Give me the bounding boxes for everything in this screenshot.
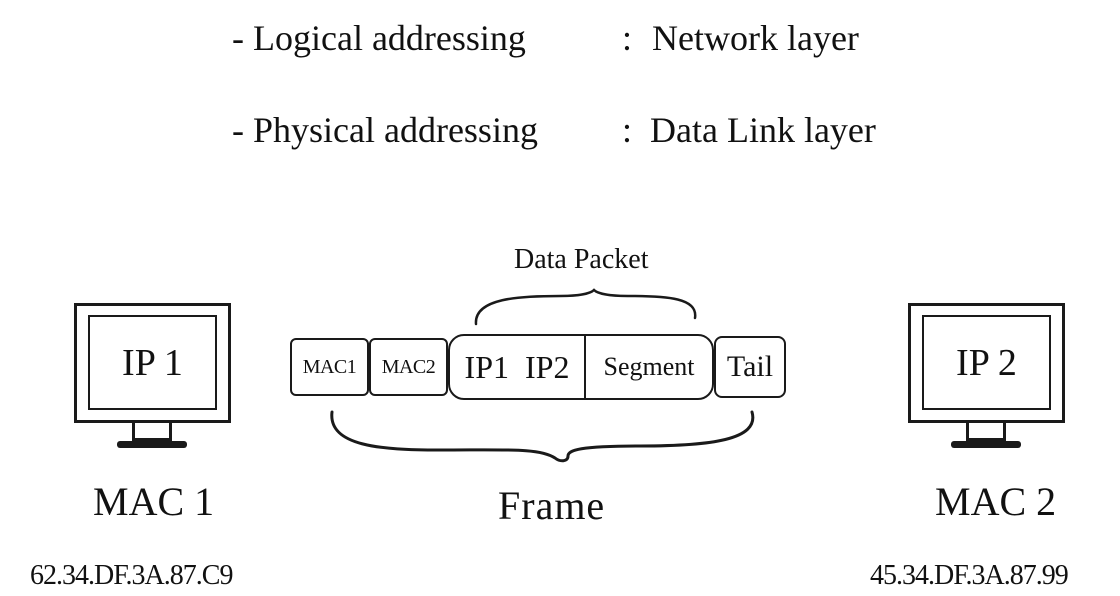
right-monitor-stand	[966, 422, 1006, 441]
frame-field-ip-addresses: IP1 IP2	[448, 334, 586, 400]
left-mac-label: MAC 1	[93, 479, 215, 524]
frame-field-segment-label: Segment	[603, 352, 695, 381]
left-monitor-base	[117, 441, 187, 448]
right-monitor-screen: IP 2	[922, 315, 1051, 410]
frame-field-ip-addresses-label: IP1 IP2	[464, 348, 570, 385]
left-monitor-screen: IP 1	[88, 315, 217, 410]
right-mac-label: MAC 2	[935, 479, 1057, 524]
frame-field-tail-label: Tail	[726, 350, 774, 383]
left-monitor-stand	[132, 422, 172, 441]
logical-addressing-separator: :	[622, 18, 633, 58]
data-packet-label: Data Packet	[514, 244, 649, 275]
left-monitor-icon: IP 1	[74, 303, 231, 453]
right-monitor-icon: IP 2	[908, 303, 1065, 453]
right-monitor-bezel	[908, 303, 1065, 423]
left-monitor-bezel	[74, 303, 231, 423]
left-ip-label: IP 1	[122, 341, 183, 384]
frame-field-tail: Tail	[714, 336, 786, 398]
right-ip-label: IP 2	[956, 341, 1017, 384]
logical-addressing-label: - Logical addressing	[232, 18, 526, 58]
right-mac-address: 45.34.DF.3A.87.99	[870, 560, 1069, 591]
frame-field-mac2-label: MAC2	[381, 355, 436, 378]
frame-field-segment: Segment	[584, 334, 714, 400]
physical-addressing-separator: :	[622, 110, 633, 150]
frame-label: Frame	[498, 483, 606, 528]
network-layer-label: Network layer	[652, 18, 859, 58]
left-mac-address: 62.34.DF.3A.87.C9	[30, 560, 233, 591]
frame-field-mac2: MAC2	[369, 338, 448, 396]
data-packet-brace	[474, 288, 697, 326]
frame-brace	[330, 410, 755, 463]
frame-field-mac1: MAC1	[290, 338, 369, 396]
frame-field-mac1-label: MAC1	[302, 355, 357, 378]
physical-addressing-label: - Physical addressing	[232, 110, 538, 150]
data-link-layer-label: Data Link layer	[650, 110, 876, 150]
right-monitor-base	[951, 441, 1021, 448]
